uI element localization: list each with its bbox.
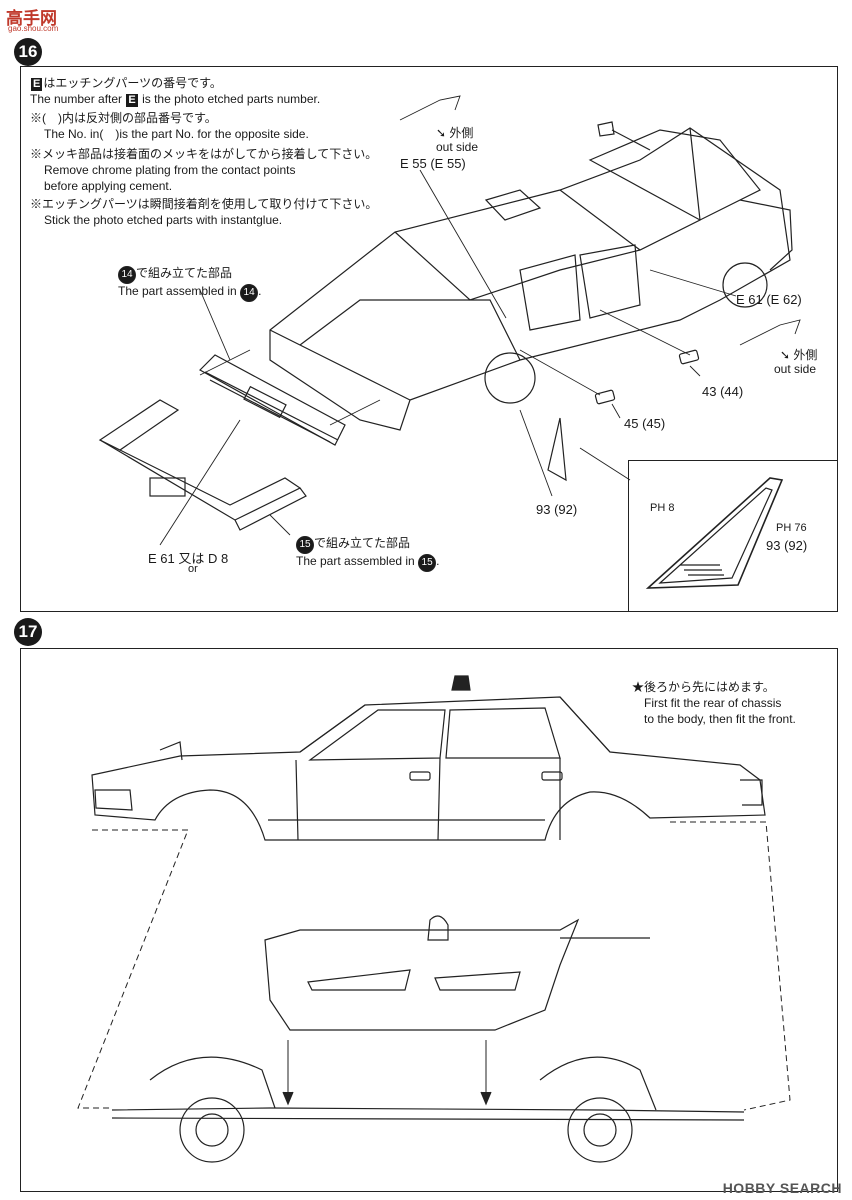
step-17-panel [20, 648, 838, 1192]
inset-ph8: PH 8 [650, 502, 675, 514]
chrome-note-en-1: Remove chrome plating from the contact p… [44, 163, 296, 177]
part-bottom-label: E 61 又は D 8 [148, 551, 229, 566]
assembled-14-en: The part assembled in 14. [118, 284, 261, 302]
fit-note-en-1: First fit the rear of chassis [644, 696, 782, 710]
part-e61-label: E 61 (E 62) [736, 292, 802, 307]
opposite-note-jp: ※( )内は反対側の部品番号です。 [30, 111, 217, 125]
rear-panel-14 [199, 354, 346, 446]
watermark-logo: 高手网 [6, 9, 57, 28]
chassis-17 [111, 915, 745, 1163]
step-16-badge: 16 [14, 38, 42, 66]
inset-ph76: PH 76 [776, 522, 807, 534]
part-e55-label: E 55 (E 55) [400, 156, 466, 171]
car-body-16 [269, 121, 793, 431]
outside-right-jp: ➘ 外側 [780, 348, 818, 362]
footer-hobby-search: HOBBY SEARCH [722, 1180, 842, 1196]
glue-note-jp: ※エッチングパーツは瞬間接着剤を使用して取り付けて下さい。 [30, 197, 378, 211]
etched-note-en: The number after E is the photo etched p… [30, 92, 321, 107]
assembled-15-en: The part assembled in 15. [296, 554, 439, 572]
rear-bumper-15 [98, 399, 307, 531]
watermark-url: gao.shou.com [8, 24, 59, 33]
part-45-label: 45 (45) [624, 416, 666, 431]
fit-note-en-2: to the body, then fit the front. [644, 712, 796, 726]
part-bottom-or: or [188, 563, 198, 575]
car-side-17 [91, 675, 766, 841]
chrome-note-jp: ※メッキ部品は接着面のメッキをはがしてから接着して下さい。 [30, 147, 378, 161]
inset-93: 93 (92) [766, 538, 808, 553]
opposite-note-en: The No. in( )is the part No. for the opp… [44, 127, 309, 141]
outside-right-en: out side [774, 362, 817, 376]
glue-note-en: Stick the photo etched parts with instan… [44, 213, 283, 227]
fit-note-jp: ★後ろから先にはめます。 [632, 680, 775, 694]
part-93-label: 93 (92) [536, 502, 578, 517]
badge-e: E [31, 78, 43, 91]
outside-top-jp: ➘ 外側 [436, 126, 474, 140]
step-17-badge: 17 [14, 618, 42, 646]
inset-panel [628, 460, 838, 612]
chrome-note-en-2: before applying cement. [44, 179, 173, 193]
outside-top-en: out side [436, 140, 479, 154]
part-43-label: 43 (44) [702, 384, 744, 399]
